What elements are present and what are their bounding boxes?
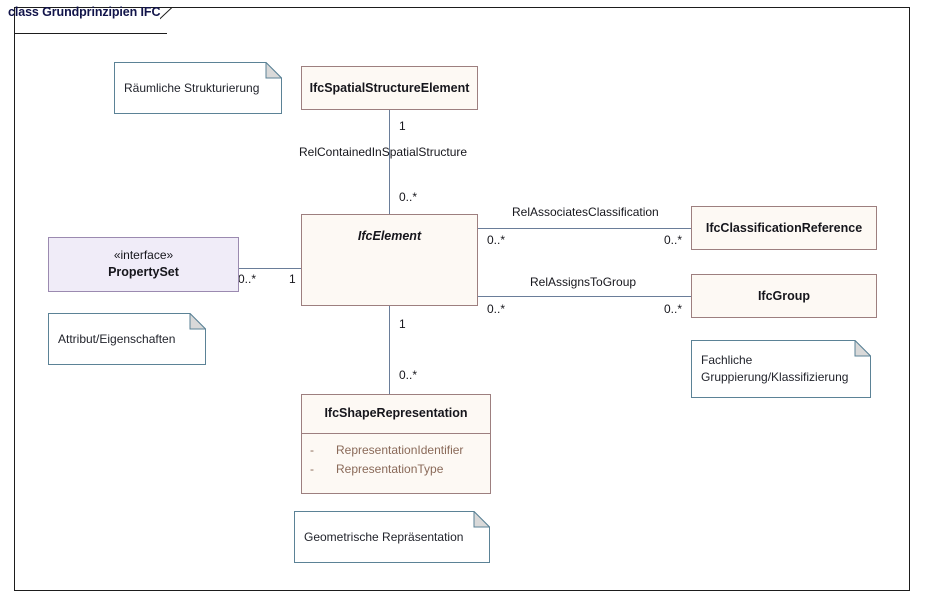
attribute-visibility: -: [310, 442, 314, 457]
note-attributes[interactable]: Attribut/Eigenschaften: [48, 313, 206, 365]
note-grouping-text: Fachliche Gruppierung/Klassifizierung: [701, 353, 849, 384]
connector-property-set[interactable]: [239, 268, 302, 269]
connector-shape-representation[interactable]: [389, 306, 390, 394]
note-attributes-text: Attribut/Eigenschaften: [58, 332, 176, 346]
diagram-frame-tab: [14, 7, 182, 34]
connector-assigns-to-group[interactable]: [478, 296, 692, 297]
class-ifc-shape-representation-name: IfcShapeRepresentation: [324, 406, 468, 420]
note-grouping[interactable]: Fachliche Gruppierung/Klassifizierung: [691, 340, 871, 398]
multiplicity-property-set-source: 0..*: [238, 272, 257, 286]
note-geometry[interactable]: Geometrische Repräsentation: [294, 511, 490, 563]
association-label-contained-in-spatial-structure: RelContainedInSpatialStructure: [299, 145, 468, 159]
attribute-row: - RepresentationType: [302, 460, 490, 479]
note-spatial-structure-text: Räumliche Strukturierung: [124, 81, 260, 95]
class-ifc-spatial-structure-element-name: IfcSpatialStructureElement: [309, 81, 470, 95]
connector-associates-classification[interactable]: [478, 228, 692, 229]
class-ifc-element[interactable]: IfcElement: [301, 214, 478, 306]
multiplicity-classification-source: 0..*: [487, 233, 506, 247]
diagram-title: class Grundprinzipien IFC: [8, 5, 161, 19]
multiplicity-spatial-source: 1: [399, 119, 406, 133]
note-grouping-shape: [691, 340, 871, 398]
class-ifc-shape-representation[interactable]: IfcShapeRepresentation - RepresentationId…: [301, 394, 491, 494]
class-ifc-element-name: IfcElement: [357, 229, 422, 243]
class-ifc-group[interactable]: IfcGroup: [691, 274, 877, 318]
multiplicity-group-target: 0..*: [664, 302, 683, 316]
association-label-associates-classification: RelAssociatesClassification: [512, 205, 659, 219]
multiplicity-classification-target: 0..*: [664, 233, 683, 247]
note-spatial-structure[interactable]: Räumliche Strukturierung: [114, 62, 282, 114]
class-ifc-group-name: IfcGroup: [757, 289, 811, 303]
class-ifc-spatial-structure-element[interactable]: IfcSpatialStructureElement: [301, 66, 478, 110]
multiplicity-shape-source: 1: [399, 317, 406, 331]
note-spatial-structure-shape: [114, 62, 282, 114]
attribute-visibility: -: [310, 461, 314, 476]
interface-property-set[interactable]: «interface» PropertySet: [48, 237, 239, 292]
diagram-frame-tab-slash: [160, 8, 188, 34]
attribute-row: - RepresentationIdentifier: [302, 441, 490, 460]
multiplicity-group-source: 0..*: [487, 302, 506, 316]
attribute-label: RepresentationType: [336, 461, 444, 476]
association-label-assigns-to-group: RelAssignsToGroup: [530, 275, 637, 289]
interface-property-set-stereotype: «interface»: [113, 248, 174, 262]
class-ifc-classification-reference[interactable]: IfcClassificationReference: [691, 206, 877, 250]
multiplicity-spatial-target: 0..*: [399, 190, 418, 204]
diagram-frame-tab-body: [15, 8, 167, 34]
note-geometry-text: Geometrische Repräsentation: [304, 530, 464, 544]
class-ifc-classification-reference-name: IfcClassificationReference: [705, 221, 863, 235]
multiplicity-property-set-target: 1: [289, 272, 296, 286]
attribute-label: RepresentationIdentifier: [336, 442, 464, 457]
note-geometry-shape: [294, 511, 490, 563]
note-attributes-shape: [48, 313, 206, 365]
multiplicity-shape-target: 0..*: [399, 368, 418, 382]
connector-contained-in-spatial-structure[interactable]: [389, 110, 390, 214]
class-ifc-shape-representation-attributes: - RepresentationIdentifier - Representatio…: [302, 432, 490, 479]
interface-property-set-name: PropertySet: [108, 264, 179, 279]
